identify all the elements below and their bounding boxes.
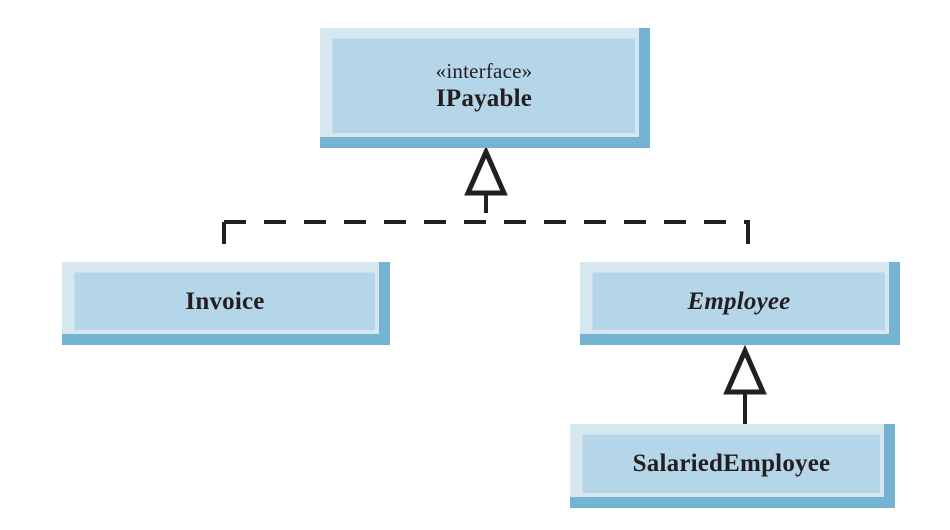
box-corner-wedge-bottom-left	[320, 137, 331, 148]
box-corner-wedge-top-right	[884, 424, 895, 435]
box-corner-wedge-bottom-left	[580, 334, 591, 345]
realization-connector-group	[222, 145, 750, 262]
class-name-invoice: Invoice	[185, 287, 265, 315]
class-box-employee-inner: Employee	[592, 272, 885, 330]
box-corner-wedge-bottom-left	[570, 497, 581, 508]
box-corner-wedge-top-right	[889, 262, 900, 273]
class-box-salariedemployee[interactable]: SalariedEmployee	[570, 424, 895, 508]
class-box-salariedemployee-inner: SalariedEmployee	[582, 434, 880, 493]
class-name-ipayable: IPayable	[435, 84, 533, 112]
class-box-invoice[interactable]: Invoice	[62, 262, 390, 345]
class-stereotype-ipayable: «interface»	[435, 58, 533, 83]
box-corner-wedge-bottom-left	[62, 334, 73, 345]
class-box-ipayable[interactable]: «interface» IPayable	[320, 28, 650, 148]
class-name-salariedemployee: SalariedEmployee	[632, 450, 831, 478]
realization-hollow-triangle-arrowhead	[464, 145, 508, 196]
generalization-connector-group	[723, 344, 767, 424]
box-corner-wedge-top-right	[379, 262, 390, 273]
class-box-employee[interactable]: Employee	[580, 262, 900, 345]
box-corner-wedge-top-right	[639, 28, 650, 39]
class-box-ipayable-inner: «interface» IPayable	[332, 38, 635, 133]
generalization-hollow-triangle-arrowhead	[723, 344, 767, 395]
class-name-employee: Employee	[687, 287, 791, 315]
class-box-invoice-inner: Invoice	[74, 272, 375, 330]
